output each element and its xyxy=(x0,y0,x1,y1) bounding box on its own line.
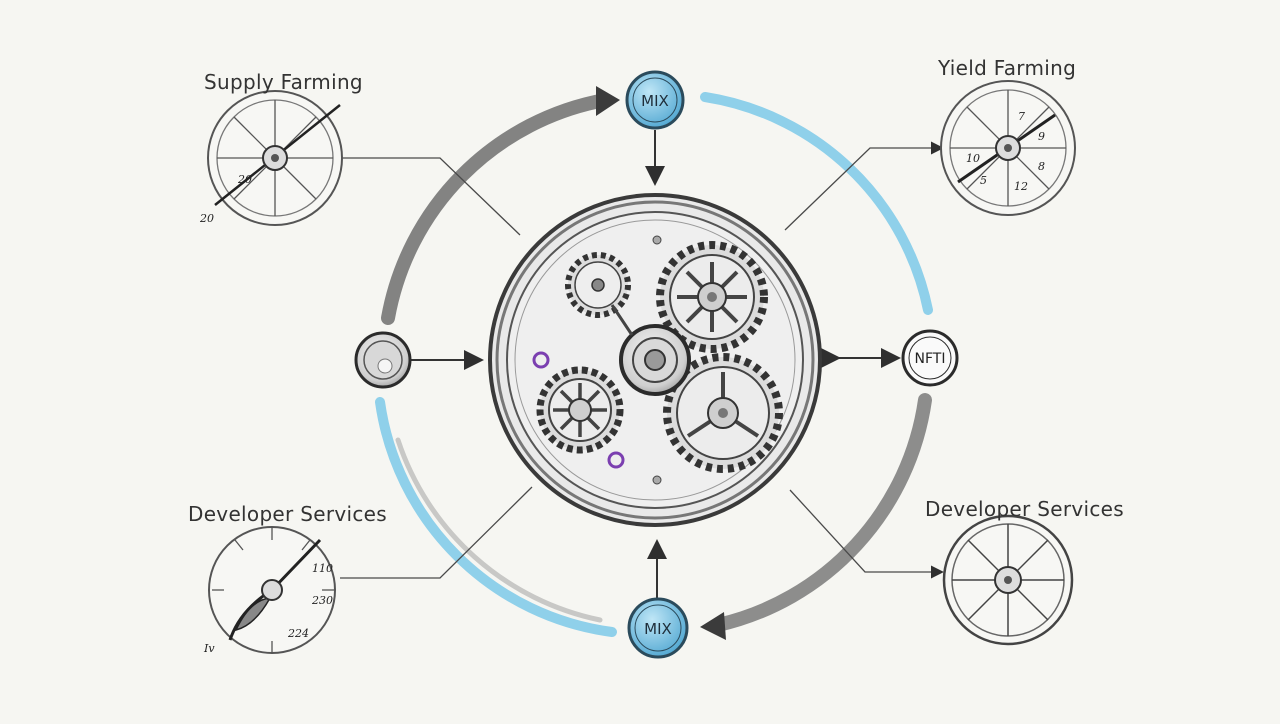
hub-right: NFTI xyxy=(901,329,959,387)
label-yield-farming: Yield Farming xyxy=(938,56,1077,80)
dial-dev-mark-2: 230 xyxy=(311,594,333,607)
gear-bottom-left xyxy=(536,366,624,454)
dial-yield-farming: 7 9 10 8 5 12 xyxy=(940,80,1076,216)
cycle-arrowhead-top xyxy=(596,86,620,116)
cycle-arc-bottom-left xyxy=(375,397,617,637)
jewel-bottom xyxy=(607,451,625,469)
cycle-arc-top-right xyxy=(700,92,933,315)
core-mechanism xyxy=(488,193,822,527)
hub-top-label: MIX xyxy=(641,92,669,110)
jewel-left xyxy=(532,351,550,369)
connector-lines xyxy=(340,141,944,579)
dial-supply-mark-1: 20 xyxy=(237,173,252,186)
gear-large-top-right xyxy=(656,241,768,353)
hub-left-lens xyxy=(354,331,412,389)
label-supply-farming: Supply Farming xyxy=(204,70,363,94)
dial-yield-mark-3: 10 xyxy=(966,152,980,165)
gear-small-top-left xyxy=(565,252,631,318)
dial-yield-mark-4: 8 xyxy=(1038,160,1045,173)
dial-yield-mark-5: 5 xyxy=(980,174,987,187)
label-developer-services-left: Developer Services xyxy=(188,502,387,526)
dial-dev-mark-3: 224 xyxy=(287,627,309,640)
gear-large-bottom-right xyxy=(663,353,783,473)
hub-right-label: NFTI xyxy=(915,351,946,367)
hub-bottom-label: MIX xyxy=(644,620,672,638)
hub-top: MIX xyxy=(625,70,685,130)
dial-yield-mark-6: 12 xyxy=(1014,180,1028,193)
cycle-arrowhead-bottom xyxy=(700,612,726,640)
dial-yield-mark-2: 9 xyxy=(1038,130,1045,143)
dial-yield-mark-1: 7 xyxy=(1018,110,1025,123)
dial-supply-farming: 20 20 xyxy=(199,90,343,226)
dial-developer-services-right xyxy=(942,514,1074,646)
cycle-arc-bottom-left-shadow xyxy=(395,437,603,623)
dial-dev-mark-1: 110 xyxy=(312,562,333,575)
dial-supply-mark-2: 20 xyxy=(199,212,214,225)
cycle-arc-bottom-right xyxy=(711,393,932,632)
gear-center-pinion xyxy=(619,324,691,396)
dial-developer-services-left: 110 230 224 Iv xyxy=(203,526,336,655)
hub-bottom: MIX xyxy=(627,597,689,659)
cycle-arc-top-left xyxy=(381,93,612,325)
dial-dev-mark-4: Iv xyxy=(203,642,215,655)
label-developer-services-right: Developer Services xyxy=(925,497,1124,521)
